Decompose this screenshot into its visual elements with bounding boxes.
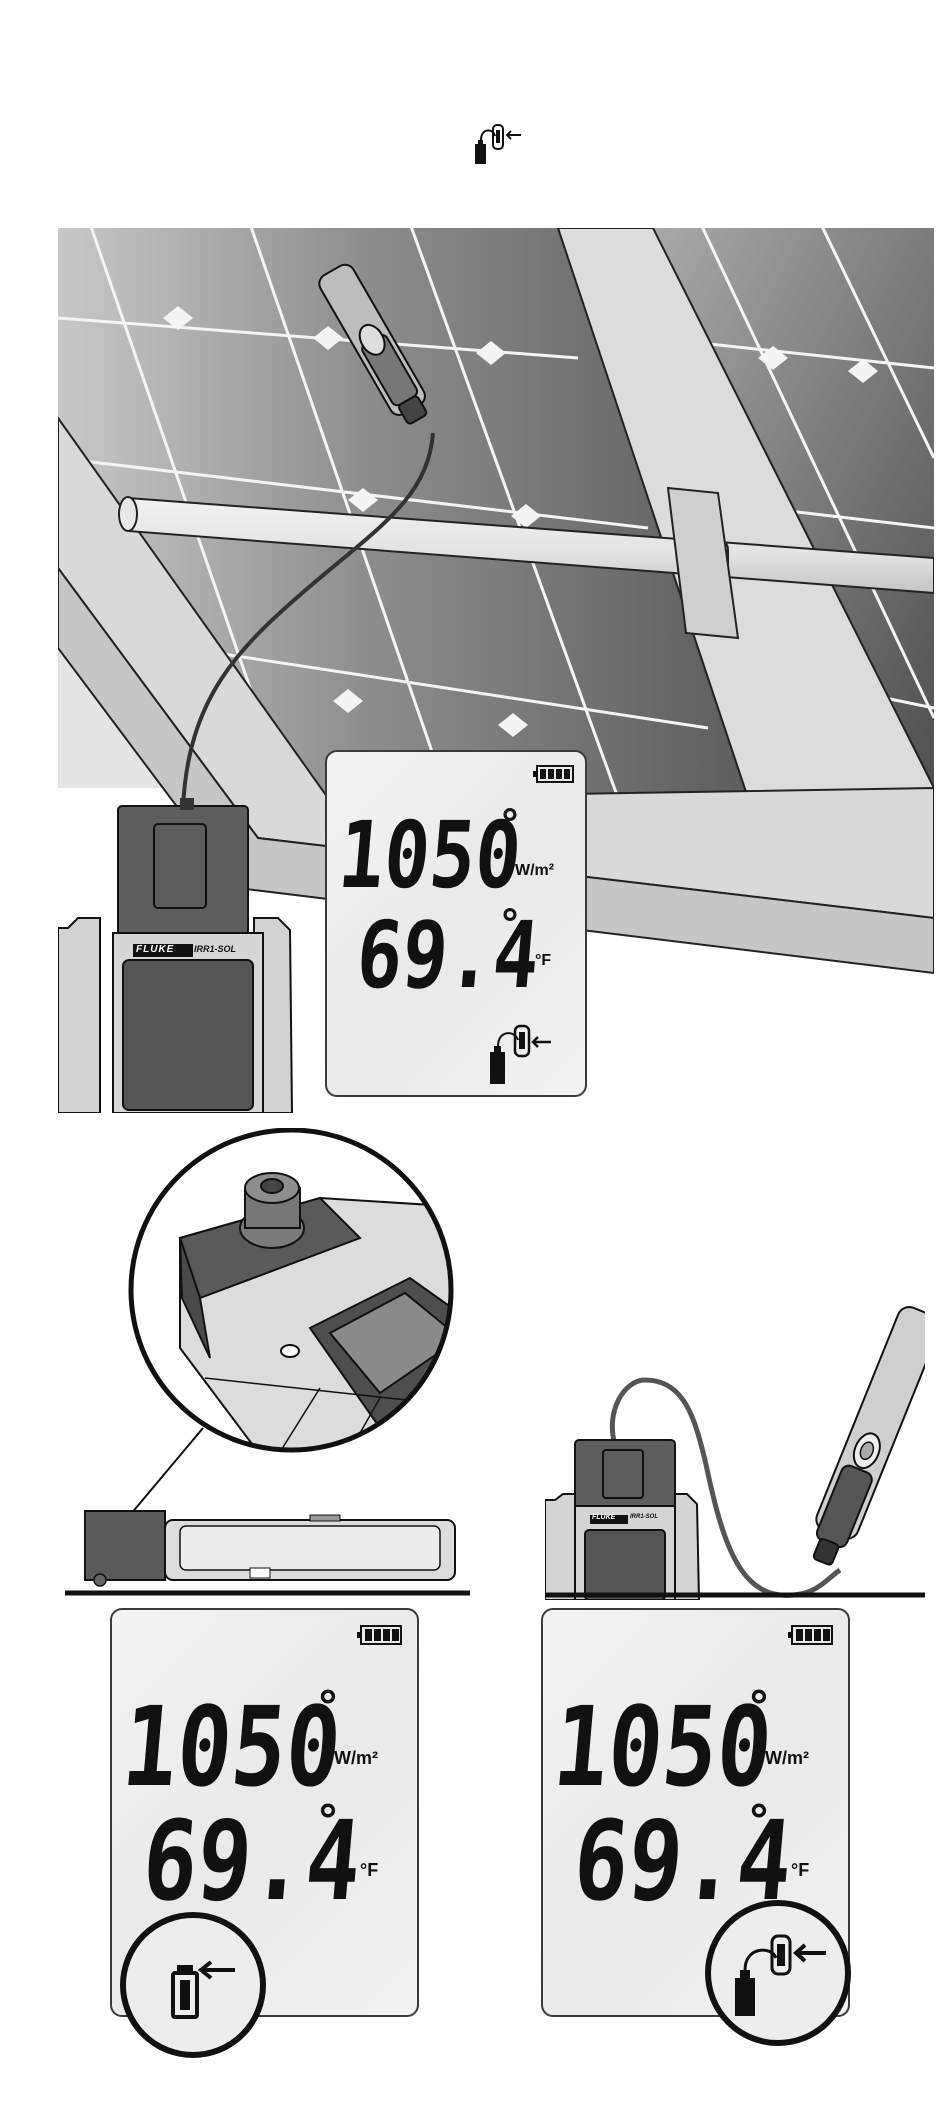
temperature-degree-mark: °	[748, 1796, 770, 1847]
battery-icon	[533, 764, 575, 789]
external-sensor-icon-top	[471, 122, 533, 168]
internal-sensor-closeup	[60, 1128, 480, 1598]
meter-model-label-small: IRR1-SOL	[630, 1514, 658, 1520]
temperature-unit: °F	[535, 952, 551, 970]
external-sensor-icon-circled	[700, 1898, 856, 2048]
temperature-degree-mark: °	[500, 902, 520, 948]
irradiance-reading: 1050	[119, 1692, 346, 1802]
irradiance-unit: W/m²	[515, 862, 554, 880]
temperature-unit: °F	[360, 1860, 378, 1881]
internal-sensor-icon	[115, 1910, 271, 2060]
battery-icon	[788, 1624, 834, 1651]
battery-icon	[357, 1624, 403, 1651]
temperature-unit: °F	[791, 1860, 809, 1881]
irradiance-degree-mark: °	[317, 1682, 339, 1733]
irradiance-degree-mark: °	[500, 802, 520, 848]
irradiance-reading: 1050	[550, 1692, 777, 1802]
meter-brand-label: FLUKE	[136, 944, 174, 955]
meter-model-label: IRR1-SOL	[194, 944, 236, 954]
irradiance-reading: 1050	[335, 810, 525, 902]
irradiance-unit: W/m²	[765, 1748, 809, 1769]
irradiance-unit: W/m²	[334, 1748, 378, 1769]
irradiance-degree-mark: °	[748, 1682, 770, 1733]
lcd-display-panel-1: 1050 ° W/m² 69.4 ° °F	[325, 750, 587, 1097]
temperature-degree-mark: °	[317, 1796, 339, 1847]
external-probe-attached	[545, 1290, 925, 1600]
external-sensor-icon	[485, 1022, 555, 1093]
meter-brand-label-small: FLUKE	[592, 1514, 615, 1521]
